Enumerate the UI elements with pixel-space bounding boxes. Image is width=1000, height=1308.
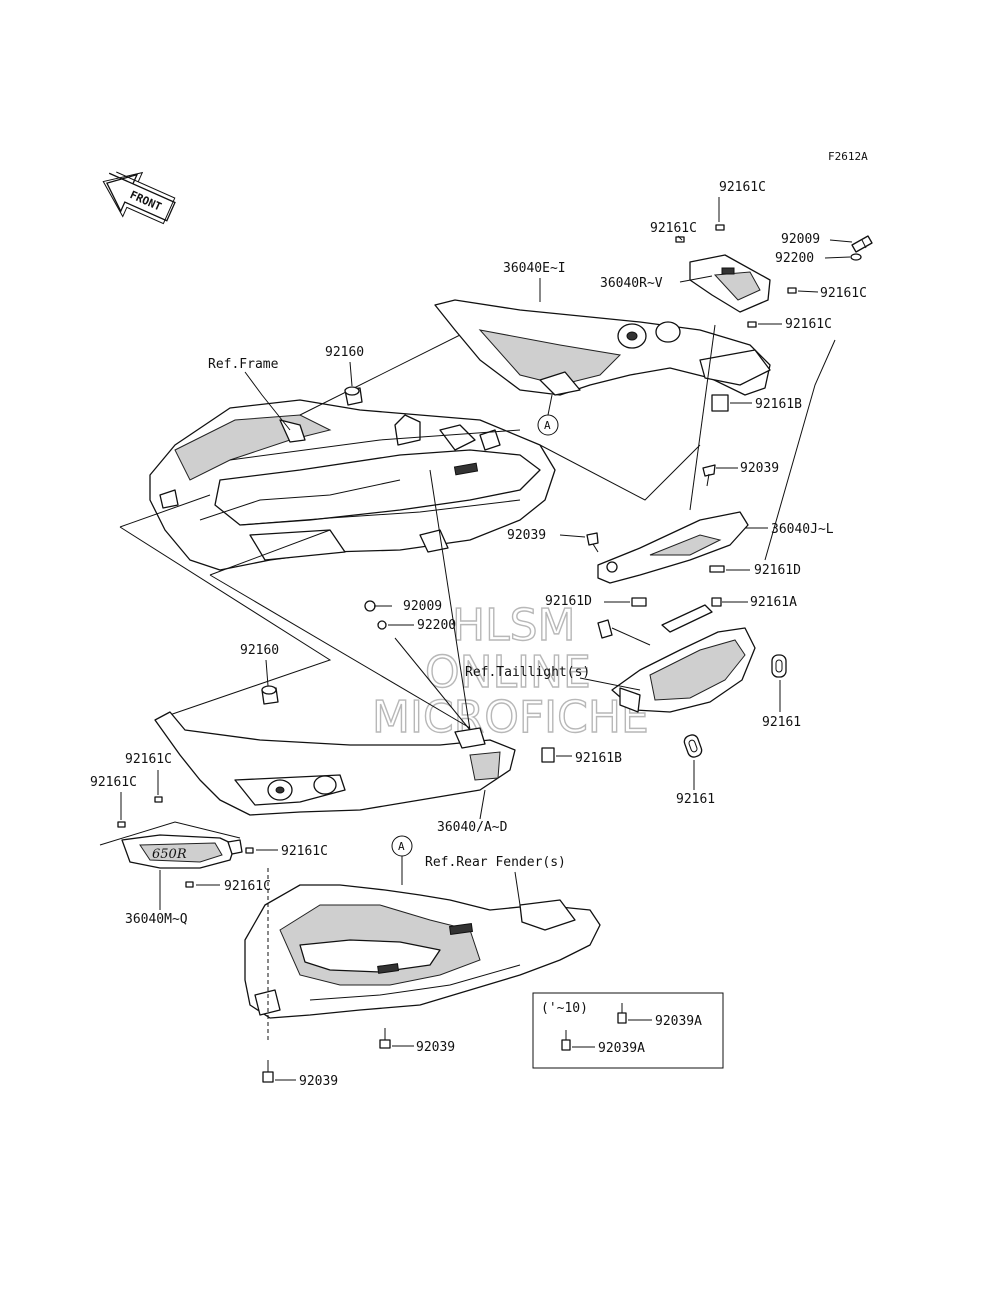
- label-92161C-g: 92161C: [224, 879, 271, 894]
- washer-92200-top-icon: [850, 253, 862, 261]
- year-note-box: ('~10) 92039A 92039A: [532, 992, 724, 1069]
- ref-rear-fender-label: Ref.Rear Fender(s): [425, 855, 566, 870]
- label-36040R-V: 36040R~V: [600, 276, 663, 291]
- pad-92161C-e-icon: [154, 796, 163, 803]
- svg-text:A: A: [398, 840, 405, 853]
- clip-92039-a-icon: [702, 464, 716, 487]
- label-92009-mid: 92009: [403, 599, 442, 614]
- label-92039A-a: 92039A: [655, 1014, 702, 1029]
- label-92160-mid: 92160: [240, 643, 279, 658]
- frame-assembly: [149, 399, 556, 571]
- pad-92161C-c-icon: [787, 287, 797, 294]
- label-92039A-b: 92039A: [598, 1041, 645, 1056]
- washer-92200-mid-icon: [377, 620, 387, 630]
- front-arrow-icon: FRONT: [102, 171, 176, 225]
- pad-92161A-icon: [661, 597, 722, 633]
- svg-text:A: A: [544, 419, 551, 432]
- label-92161B-mid: 92161B: [575, 751, 622, 766]
- label-92160-top: 92160: [325, 345, 364, 360]
- pad-92161C-d-icon: [747, 321, 757, 328]
- rear-fender-assembly: [244, 884, 601, 1019]
- lower-side-cover: [154, 711, 516, 816]
- pad-92161B-top-icon: [711, 394, 729, 412]
- label-92161-b: 92161: [676, 792, 715, 807]
- watermark: HLSM ONLINE MICROFICHE: [371, 599, 649, 743]
- box-note: ('~10): [541, 1001, 588, 1016]
- clip-92039A-b-icon: [561, 1030, 571, 1051]
- side-trim-right: [597, 511, 749, 584]
- label-92200-top: 92200: [775, 251, 814, 266]
- svg-text:MICROFICHE: MICROFICHE: [372, 692, 649, 743]
- bolt-92009-top-icon: [851, 235, 873, 253]
- clip-92039-c-icon: [379, 1028, 391, 1049]
- label-92161A: 92161A: [750, 595, 797, 610]
- label-92161C-a: 92161C: [650, 221, 697, 236]
- clip-92039-d-icon: [262, 1060, 274, 1083]
- label-92161C-c: 92161C: [785, 317, 832, 332]
- clip-92039-b-icon: [586, 532, 599, 553]
- grommet-92161-b-icon: [683, 734, 703, 758]
- seat-cover-insert: [689, 254, 771, 313]
- clip-92039A-a-icon: [617, 1003, 627, 1024]
- label-92009-top: 92009: [781, 232, 820, 247]
- label-92161C-e: 92161C: [90, 775, 137, 790]
- svg-text:HLSM: HLSM: [452, 600, 576, 651]
- badge-text: 650R: [152, 847, 187, 862]
- ref-taillight-label: Ref.Taillight(s): [465, 665, 590, 680]
- label-36040E-I: 36040E~I: [503, 261, 566, 276]
- label-92161C-top: 92161C: [719, 180, 766, 195]
- callout-a-upper: A: [537, 394, 559, 436]
- label-92200-mid: 92200: [417, 618, 456, 633]
- pad-92161C-b-icon: [715, 224, 725, 231]
- grommet-92160-mid-icon: [261, 685, 279, 705]
- label-92161-a: 92161: [762, 715, 801, 730]
- label-36040M-Q: 36040M~Q: [125, 912, 188, 927]
- pad-92161C-g-icon: [245, 847, 254, 854]
- badge-cover: 650R: [121, 834, 243, 869]
- label-92161D-a: 92161D: [754, 563, 801, 578]
- label-92161C-f: 92161C: [281, 844, 328, 859]
- pad-92161C-f-icon: [117, 821, 126, 828]
- label-36040J-L: 36040J~L: [771, 522, 834, 537]
- ref-frame-label: Ref.Frame: [208, 357, 279, 372]
- label-92039-d: 92039: [299, 1074, 338, 1089]
- label-92161C-b: 92161C: [820, 286, 867, 301]
- upper-seat-cover: [434, 299, 771, 396]
- label-92161D-b: 92161D: [545, 594, 592, 609]
- label-92039-b: 92039: [507, 528, 546, 543]
- diagram-code: F2612A: [828, 150, 868, 163]
- pad-92161C-h-icon: [185, 881, 194, 888]
- label-92039-c: 92039: [416, 1040, 455, 1055]
- label-36040A-D: 36040/A~D: [437, 820, 508, 835]
- bolt-92009-mid-icon: [364, 600, 392, 612]
- pad-92161D-a-icon: [709, 565, 725, 573]
- label-92039-a: 92039: [740, 461, 779, 476]
- pad-92161C-a-icon: [675, 236, 685, 243]
- label-92161C-d: 92161C: [125, 752, 172, 767]
- grommet-92160-top-icon: [344, 386, 363, 406]
- label-92161B-top: 92161B: [755, 397, 802, 412]
- callout-a-lower: A: [391, 835, 413, 885]
- taillight-assembly: [597, 619, 756, 713]
- grommet-92161-a-icon: [771, 654, 787, 678]
- svg-text:ONLINE: ONLINE: [425, 647, 591, 698]
- pad-92161B-mid-icon: [541, 747, 555, 763]
- pad-92161D-b-icon: [631, 597, 647, 607]
